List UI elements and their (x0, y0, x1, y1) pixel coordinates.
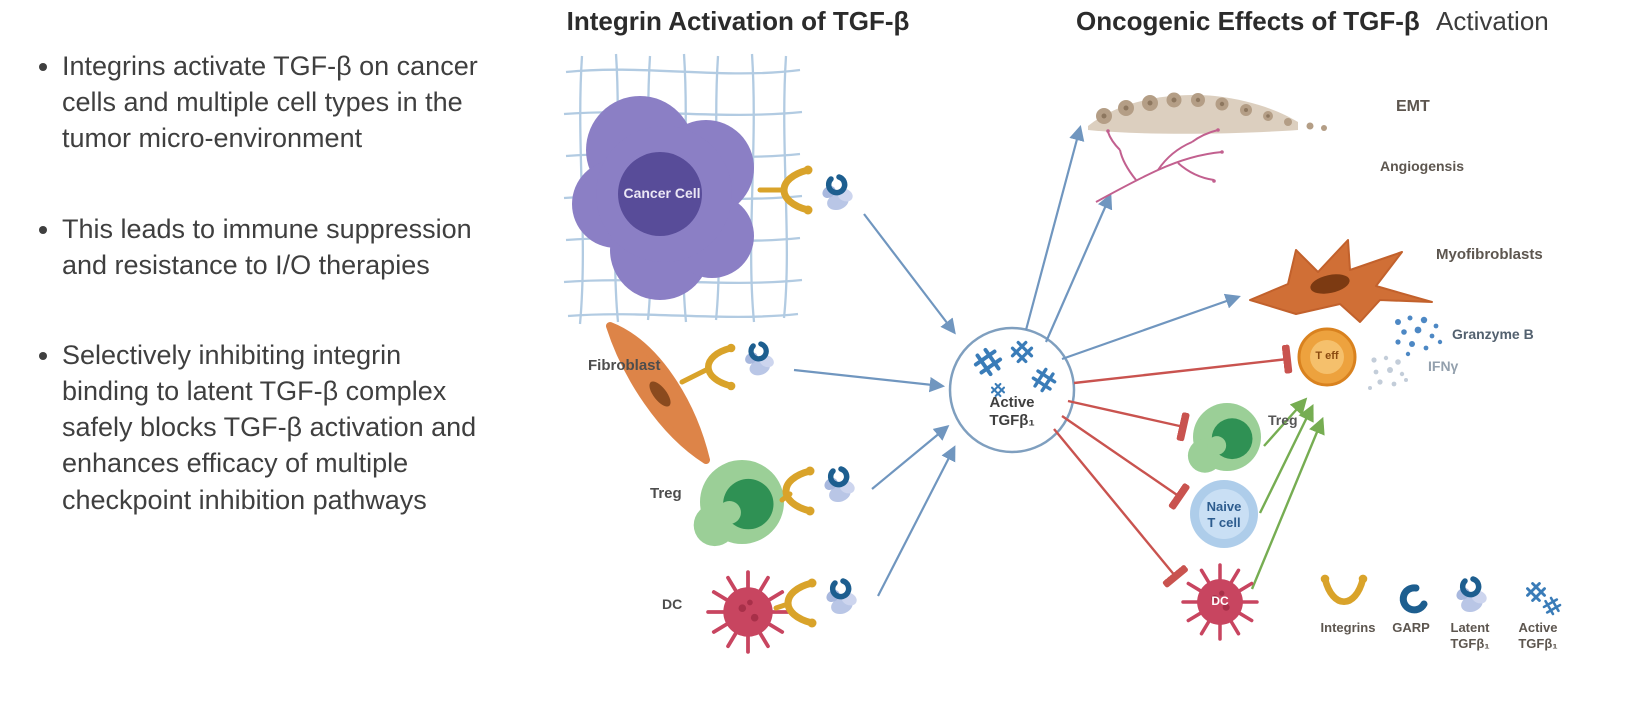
integrin-icon (784, 166, 813, 215)
angiogenesis-label: Angiogensis (1380, 158, 1465, 174)
dc-cell-icon (706, 570, 790, 654)
emt-label: EMT (1396, 98, 1430, 115)
granzyme-b-label: Granzyme B (1452, 326, 1534, 342)
ifng-dots-icon (1368, 355, 1408, 390)
latent-tgfb-icon (743, 344, 776, 378)
teff-label: T eff (1315, 350, 1339, 362)
dc-right-label: DC (1211, 594, 1229, 608)
cancer-cell-icon (572, 96, 754, 300)
legend-latent-tgfb-icon (1454, 579, 1489, 615)
dc-left-label: DC (662, 596, 683, 612)
treg-left-label: Treg (650, 485, 682, 502)
left-panel-title: Integrin Activation of TGF-β (566, 6, 910, 36)
bullet-item: This leads to immune suppression and res… (62, 211, 566, 283)
legend-integrin-icon (1321, 575, 1368, 602)
bullet-item: Integrins activate TGF-β on cancer cells… (62, 48, 566, 157)
activation-arrows-in (793, 213, 956, 597)
right-panel-title-rest: Activation (1436, 6, 1549, 36)
active-tgfb-label: Active TGFβ₁ (989, 394, 1035, 430)
legend-integrins-label: Integrins (1320, 620, 1376, 635)
myofibroblast-icon (1249, 239, 1433, 323)
angiogenesis-icon (1095, 128, 1224, 203)
treg-right-label: Treg (1268, 412, 1298, 428)
latent-tgfb-icon (822, 469, 857, 505)
legend-garp-label: GARP (1392, 620, 1430, 635)
legend-latent-label: Latent TGFβ₁ (1450, 620, 1490, 651)
myofibroblasts-label: Myofibroblasts (1436, 246, 1543, 263)
treg-cell-icon (693, 460, 784, 547)
legend-active-label: Active TGFβ₁ (1518, 620, 1558, 651)
bullet-item: Selectively inhibiting integrin binding … (62, 337, 566, 518)
stimulation-arrows (1250, 397, 1325, 590)
inhibition-arrows (1053, 344, 1293, 588)
latent-tgfb-icon (824, 581, 859, 617)
teff-cell-icon (1297, 327, 1357, 387)
integrin-icon (788, 579, 817, 628)
integrin-icon (786, 467, 815, 516)
right-panel-title-bold: Oncogenic Effects of TGF-β (1076, 6, 1420, 36)
legend-active-tgfb-icon (1526, 582, 1563, 617)
naive-tcell-icon (1190, 480, 1258, 548)
fibroblast-label: Fibroblast (588, 357, 661, 374)
bullet-list: Integrins activate TGF-β on cancer cells… (26, 48, 566, 572)
naive-tcell-label: Naive T cell (1206, 499, 1242, 530)
active-tgfb-circle (948, 326, 1076, 454)
ifng-label: IFNγ (1428, 358, 1459, 374)
latent-tgfb-icon (820, 177, 855, 213)
right-panel-title: Oncogenic Effects of TGF-β Activation (1076, 6, 1549, 37)
treg-cell-icon (1187, 403, 1261, 473)
activation-arrows-out (1024, 125, 1241, 361)
granzyme-b-dots-icon (1395, 315, 1443, 357)
fibroblast-icon (606, 322, 710, 464)
emt-icon (1088, 92, 1327, 134)
cancer-cell-label: Cancer Cell (623, 185, 701, 201)
legend-garp-icon (1399, 584, 1428, 614)
integrin-icon (708, 344, 735, 391)
